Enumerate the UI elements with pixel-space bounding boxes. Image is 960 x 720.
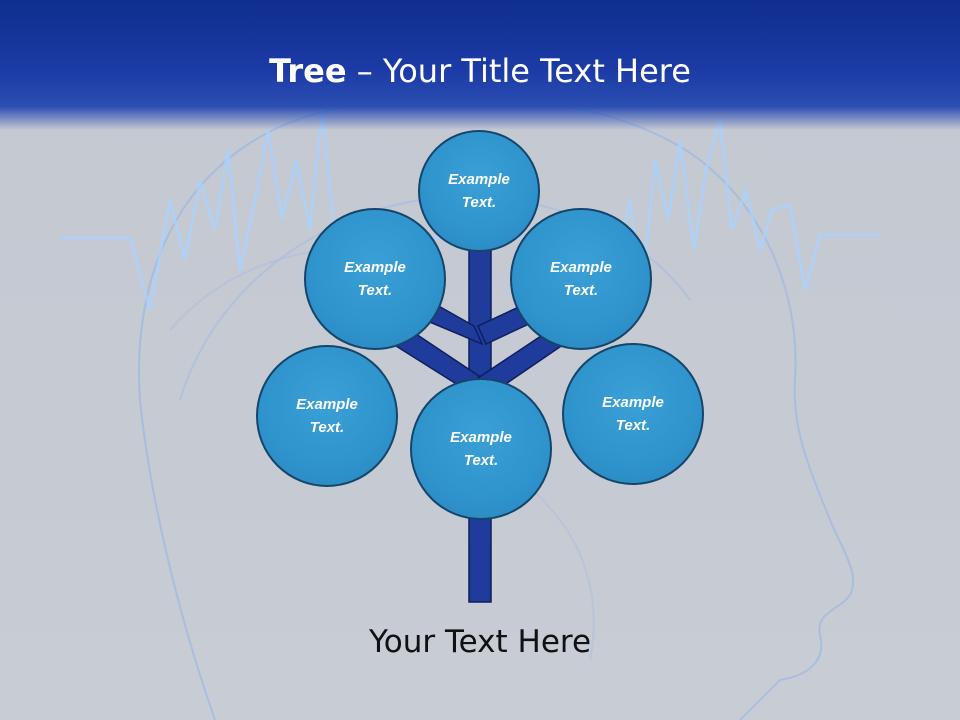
caption-text: Your Text Here (368, 624, 592, 660)
slide-title: Tree – Your Title Text Here (0, 52, 960, 90)
title-bold: Tree (269, 52, 347, 90)
title-rest: – Your Title Text Here (346, 52, 691, 90)
title-bar (0, 0, 960, 130)
